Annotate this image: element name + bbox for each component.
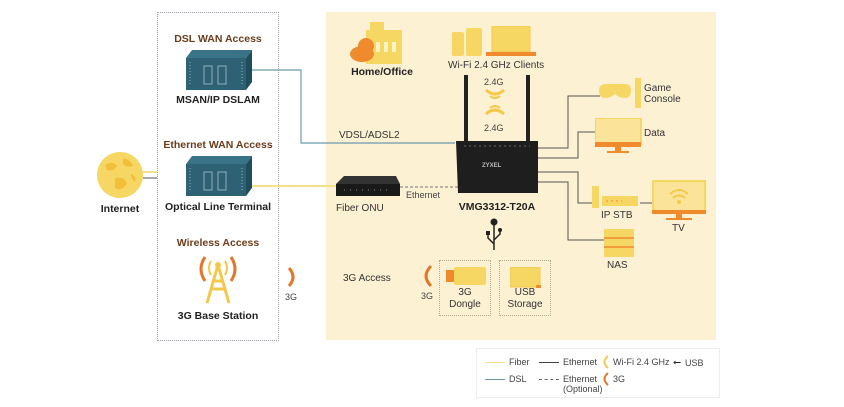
usb-icon: ⭠ (673, 357, 681, 368)
band-label-top: 2.4G (484, 77, 504, 87)
optical-line-terminal-icon (186, 156, 252, 196)
home-office-title: Home/Office (351, 66, 413, 78)
3g-signal-icon (424, 264, 433, 288)
fiber-onu-icon (336, 176, 400, 196)
internet-label: Internet (100, 203, 140, 215)
3g-signal-label: 3G (285, 292, 298, 302)
legend-label-3g: 3G (613, 374, 626, 384)
dsl-wan-access-title: DSL WAN Access (174, 33, 262, 45)
fiber-line-swatch (485, 361, 505, 363)
router-model-label: VMG3312-T20A (458, 201, 536, 213)
legend-item-usb: ⭠ USB (673, 357, 704, 368)
wifi-signal-icon (485, 88, 505, 116)
home-office-icon (350, 22, 402, 64)
wan-access-box (157, 12, 279, 341)
wifi-clients-icon (452, 26, 536, 56)
3g-dongle-label-line1: 3G (458, 287, 472, 298)
nas-icon (604, 229, 634, 257)
legend-label-usb: USB (685, 357, 704, 368)
nas-label: NAS (607, 260, 628, 271)
ethernet-connection-label: Ethernet (406, 190, 441, 200)
wireless-access-title: Wireless Access (176, 237, 260, 249)
lan-line-game (536, 95, 600, 149)
ip-stb-icon (592, 186, 638, 208)
wifi-clients-label: Wi-Fi 2.4 GHz Clients (448, 60, 545, 71)
legend-item-3g: 3G (601, 372, 625, 386)
lan-line-stb (536, 171, 594, 204)
lan-line-nas (536, 181, 604, 241)
legend-label-dsl: DSL (509, 374, 527, 384)
fiber-onu-label: Fiber ONU (336, 203, 384, 214)
ethernet-wan-access-title: Ethernet WAN Access (163, 139, 273, 151)
usb-storage-icon (510, 267, 541, 288)
data-label: Data (644, 128, 666, 139)
lan-line-data (536, 131, 596, 159)
legend-sublabel-optional: (Optional) (563, 384, 603, 394)
legend-label-ethernet: Ethernet (563, 357, 598, 367)
router-icon (456, 75, 538, 193)
legend-item-ethernet-optional: Ethernet (Optional) (539, 374, 603, 394)
3g-dongle-signal-label: 3G (421, 291, 434, 301)
usb-storage-label-line2: Storage (507, 299, 543, 310)
data-monitor-icon (595, 118, 642, 153)
tv-icon (652, 180, 706, 220)
3g-dongle-icon (446, 267, 486, 285)
legend-label-fiber: Fiber (509, 357, 530, 367)
ethernet-optional-line-swatch (539, 379, 559, 380)
3g-dongle-label-line2: Dongle (449, 299, 481, 310)
dsl-line-swatch (485, 378, 505, 380)
usb-storage-label-line1: USB (514, 287, 536, 298)
vdsl-adsl2-label: VDSL/ADSL2 (339, 130, 400, 141)
router-brand: ZYXEL (482, 163, 502, 169)
band-label-bottom: 2.4G (484, 123, 504, 133)
usb-storage-device: USB Storage (499, 260, 551, 316)
legend-item-wifi: Wi-Fi 2.4 GHz (601, 355, 670, 369)
dsl-line (252, 69, 455, 144)
legend-label-wifi: Wi-Fi 2.4 GHz (613, 357, 670, 367)
game-console-icon (599, 78, 641, 108)
msan-dslam-label: MSAN/IP DSLAM (176, 94, 260, 106)
game-console-label-line1: Game (644, 83, 672, 94)
3g-dongle-device: 3G Dongle (439, 260, 491, 316)
3g-base-station-label: 3G Base Station (177, 310, 259, 322)
legend-label-ethernet-optional: Ethernet (563, 374, 598, 384)
ethernet-line-swatch (539, 361, 559, 363)
game-console-label-line2: Console (644, 94, 681, 105)
3g-signal-icon (287, 267, 295, 287)
ip-stb-label: IP STB (601, 210, 633, 221)
msan-dslam-icon (186, 50, 252, 90)
cell-tower-icon (199, 256, 237, 304)
tv-label: TV (672, 223, 685, 234)
3g-signal-icon (603, 372, 609, 386)
wifi-signal-icon (603, 355, 609, 369)
optical-line-terminal-label: Optical Line Terminal (165, 201, 271, 213)
legend: Fiber Ethernet Wi-Fi 2.4 GHz ⭠ USB DSL E… (476, 348, 720, 398)
usb-icon (486, 218, 502, 250)
3g-access-label: 3G Access (343, 273, 391, 284)
legend-item-ethernet: Ethernet (539, 357, 597, 367)
legend-item-dsl: DSL (485, 374, 527, 384)
legend-item-fiber: Fiber (485, 357, 530, 367)
globe-icon (97, 152, 143, 198)
